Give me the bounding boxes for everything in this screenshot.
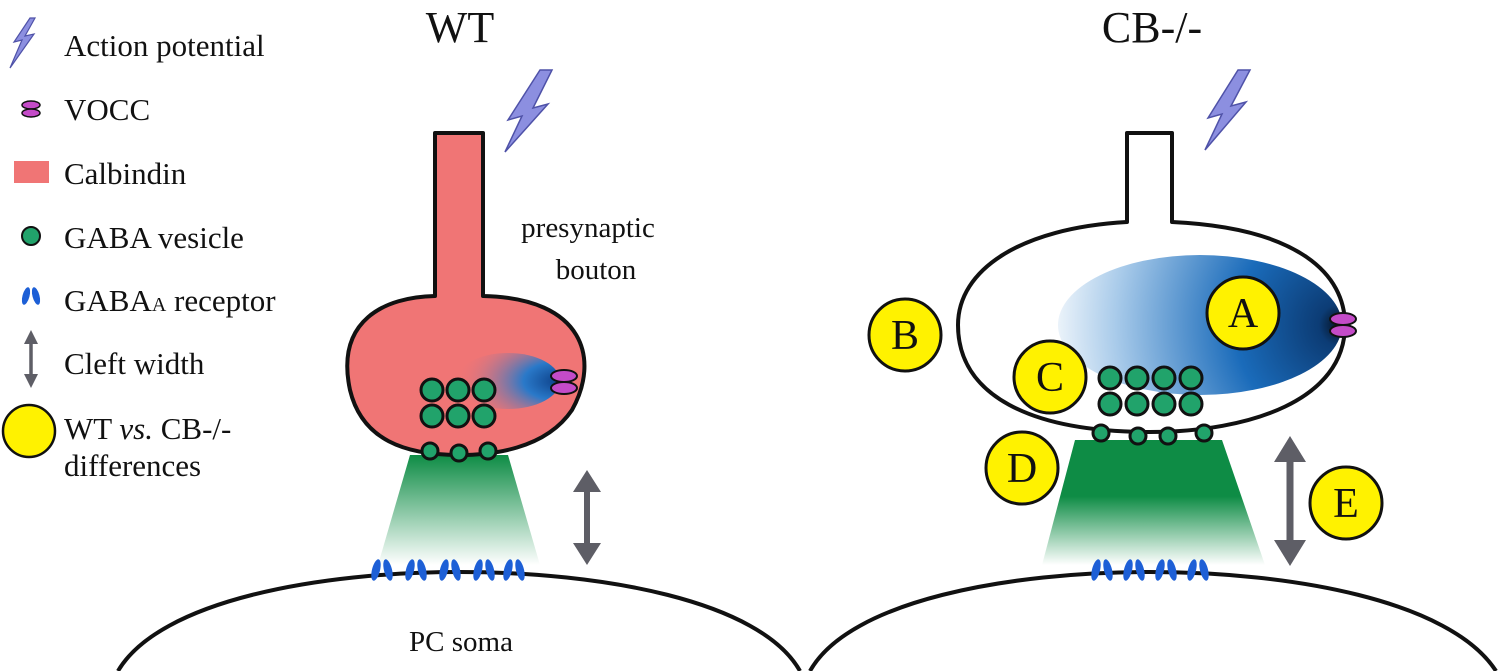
badge-d: D <box>984 430 1060 506</box>
legend-label-calbindin: Calbindin <box>64 156 187 191</box>
badge-e: E <box>1308 465 1384 541</box>
legend-label-cleft-width: Cleft width <box>64 346 205 381</box>
legend-item-calbindin: Calbindin <box>14 156 187 191</box>
badge-c: C <box>1012 339 1088 415</box>
wt-calcium-cloud <box>456 353 560 409</box>
wt-title: WT <box>426 3 495 52</box>
receptor-icon <box>21 287 41 305</box>
legend-item-vocc: VOCC <box>21 92 150 127</box>
wt-vesicles <box>419 377 498 463</box>
legend-label-differences-line2: differences <box>64 448 201 483</box>
yellow-circle-icon <box>1 403 57 459</box>
badge-b-label: B <box>891 313 919 359</box>
wt-vocc-channel <box>550 369 578 395</box>
lightning-icon <box>9 17 37 69</box>
badge-c-label: C <box>1036 355 1064 401</box>
cb-panel: CB-/- <box>808 3 1498 671</box>
pc-soma-label: PC soma <box>409 626 513 658</box>
cb-cleft-gaba <box>1042 440 1265 565</box>
cb-cleft-width-arrow <box>1274 436 1306 566</box>
legend-label-gaba-vesicle: GABA vesicle <box>64 220 244 255</box>
channel-icon <box>21 100 41 118</box>
calbindin-swatch-icon <box>14 161 49 183</box>
cb-pc-soma <box>808 569 1498 671</box>
vesicle-icon <box>21 226 41 246</box>
legend: Action potential VOCC Calbindin GABA ves… <box>1 17 276 483</box>
cb-title: CB-/- <box>1102 3 1202 52</box>
wt-panel: WT presynaptic bouton <box>116 3 802 671</box>
legend-item-gaba-vesicle: GABA vesicle <box>21 220 244 255</box>
double-arrow-icon <box>24 330 38 388</box>
cb-receptors <box>1091 559 1209 581</box>
cb-vesicles <box>1091 365 1214 446</box>
legend-label-action-potential: Action potential <box>64 28 265 63</box>
wt-cleft-gaba <box>378 455 540 565</box>
legend-label-vocc: VOCC <box>64 92 150 127</box>
legend-item-action-potential: Action potential <box>9 17 265 69</box>
presynaptic-label: presynaptic <box>521 212 655 244</box>
legend-item-differences: WT vs. CB-/- differences <box>1 403 231 483</box>
wt-receptors <box>371 559 525 581</box>
badge-d-label: D <box>1007 446 1037 492</box>
badge-a-label: A <box>1228 291 1259 337</box>
wt-lightning-icon <box>504 69 554 153</box>
wt-cleft-width-arrow <box>573 470 601 565</box>
badge-e-label: E <box>1333 481 1359 527</box>
legend-label-differences-line1: WT vs. CB-/- <box>64 411 231 446</box>
badge-a: A <box>1205 275 1281 351</box>
legend-label-gaba-receptor: GABAA receptor <box>64 283 276 318</box>
cb-lightning-icon <box>1204 69 1252 151</box>
legend-item-cleft-width: Cleft width <box>24 330 205 388</box>
cb-vocc-channel <box>1329 312 1357 338</box>
badge-b: B <box>867 297 943 373</box>
bouton-label: bouton <box>556 254 637 286</box>
legend-item-gaba-receptor: GABAA receptor <box>21 283 276 318</box>
